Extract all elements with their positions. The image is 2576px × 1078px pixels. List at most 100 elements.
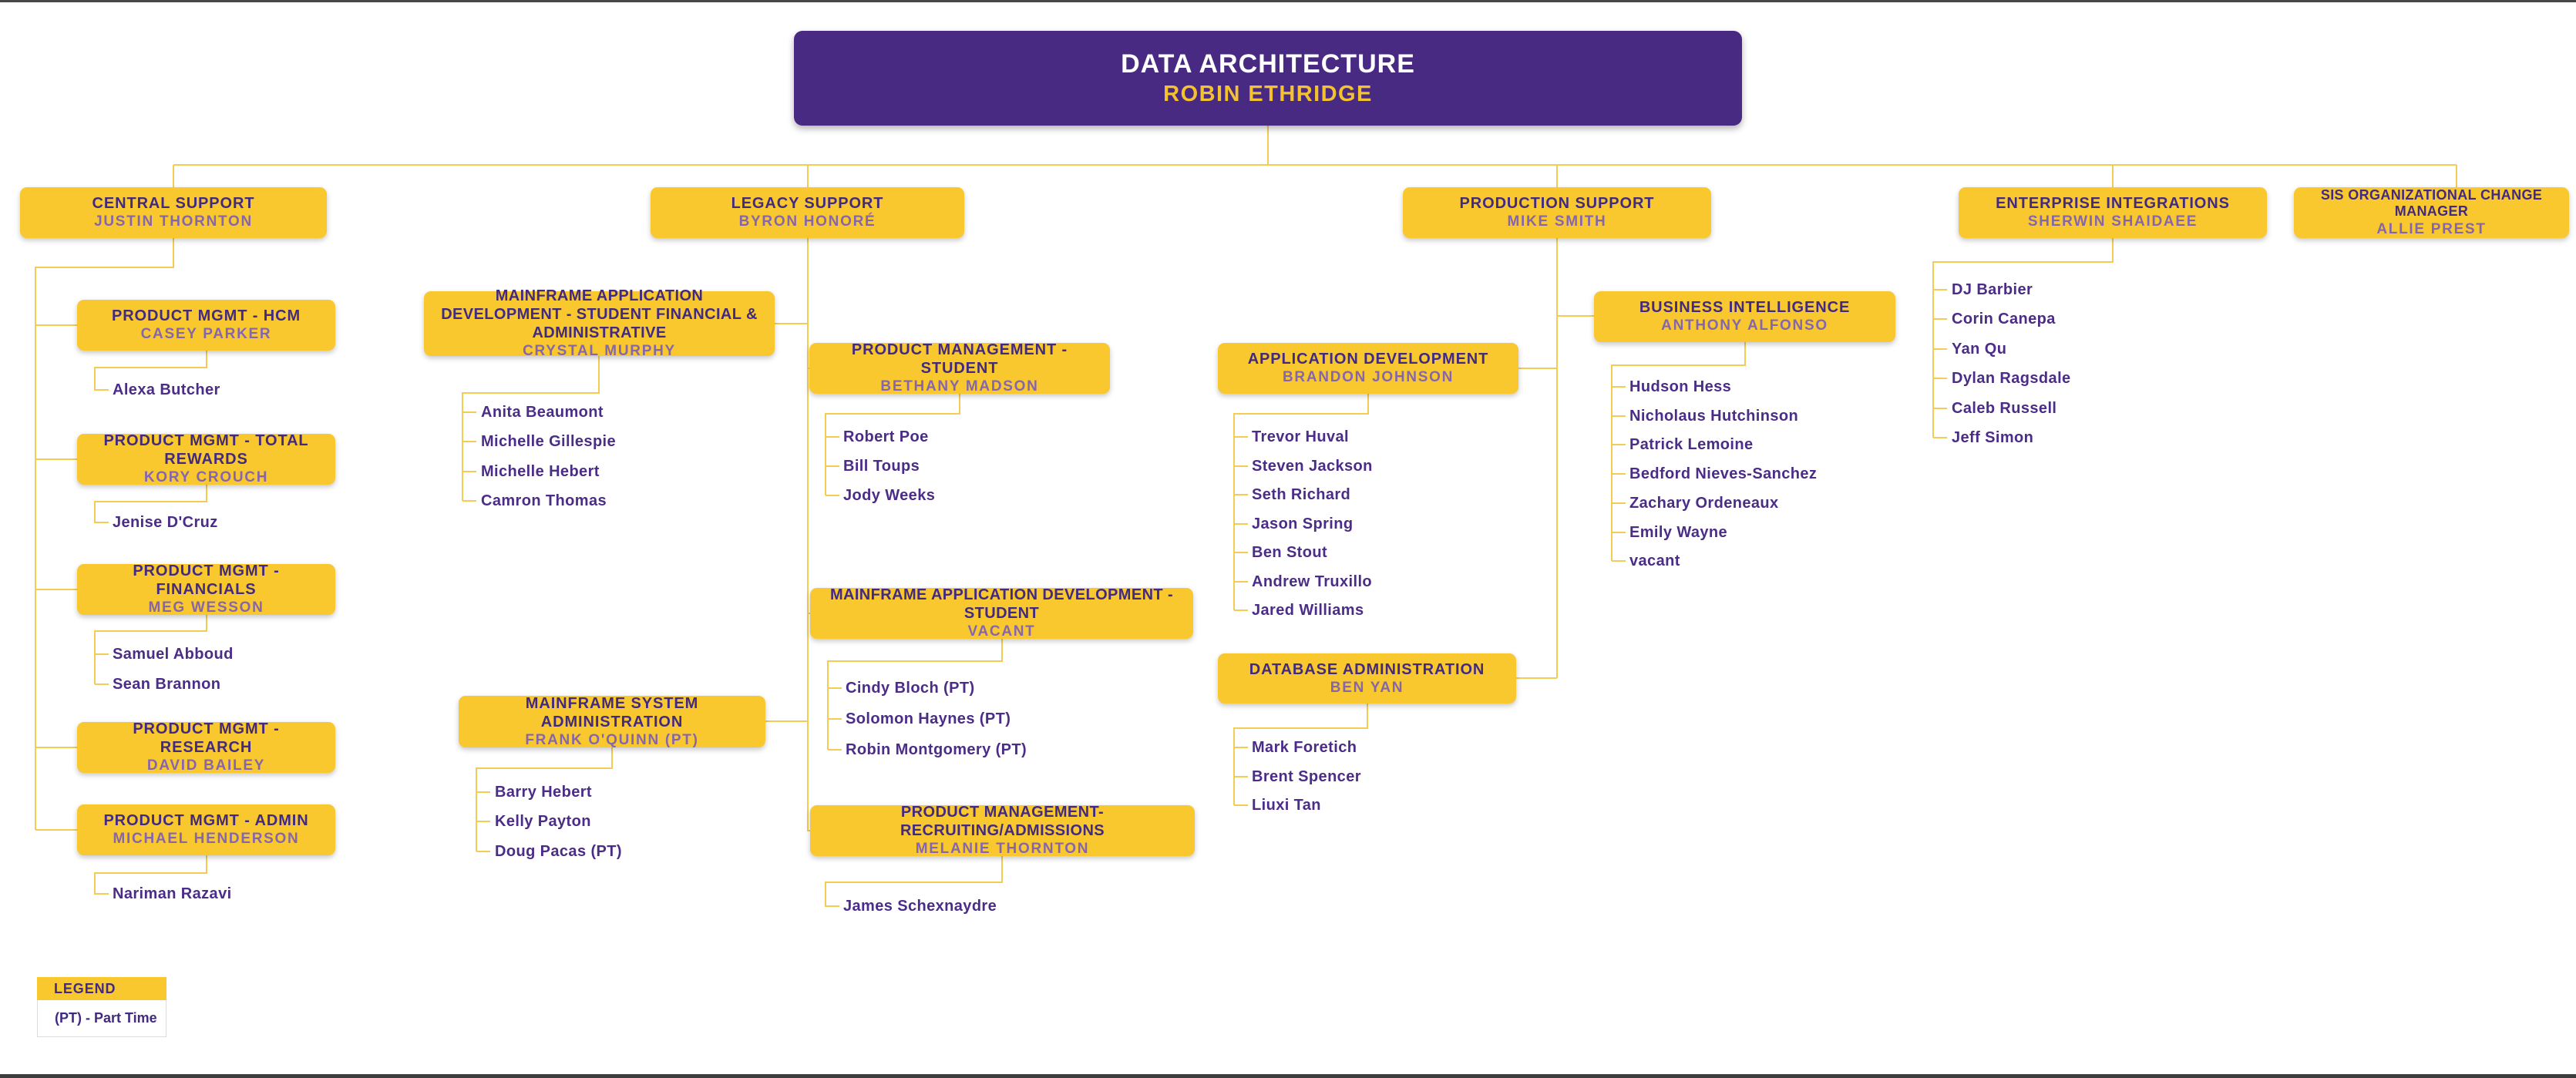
org-node-mainframe-system-administration: MAINFRAME SYSTEM ADMINISTRATION FRANK O'… [459, 694, 765, 748]
member-name: Samuel Abboud [113, 646, 234, 663]
member-name: Anita Beaumont [481, 404, 604, 421]
member-name: Hudson Hess [1629, 378, 1732, 395]
member-name: Seth Richard [1252, 486, 1351, 503]
org-node-sis-organizational-change-manager: SIS ORGANIZATIONAL CHANGE MANAGER ALLIE … [2294, 187, 2569, 238]
member-name: Barry Hebert [495, 784, 592, 801]
member-name: Jared Williams [1252, 602, 1364, 619]
org-node-legacy-support: LEGACY SUPPORT BYRON HONORÉ [651, 187, 964, 238]
org-node-title: PRODUCT MGMT - ADMIN [103, 812, 309, 830]
org-node-product-management-student: PRODUCT MANAGEMENT - STUDENT BETHANY MAD… [809, 341, 1110, 395]
org-node-person: KORY CROUCH [143, 469, 269, 486]
member-name: Caleb Russell [1952, 400, 2057, 417]
org-node-title: PRODUCT MGMT - TOTAL REWARDS [103, 432, 309, 468]
org-node-title: PRODUCT MGMT - HCM [111, 307, 301, 325]
member-name: Yan Qu [1952, 341, 2007, 358]
member-name: Doug Pacas (PT) [495, 843, 622, 860]
member-name: Robin Montgomery (PT) [846, 741, 1027, 758]
org-node-person: CASEY PARKER [140, 326, 272, 343]
member-name: Ben Stout [1252, 544, 1328, 561]
member-name: Trevor Huval [1252, 428, 1349, 445]
org-node-title: DATA ARCHITECTURE [1121, 49, 1415, 79]
window-bottom-edge [0, 1074, 2576, 1078]
legend-note: (PT) - Part Time [37, 1000, 166, 1037]
org-node-product-management-recruiting-admissions: PRODUCT MANAGEMENT- RECRUITING/ADMISSION… [810, 804, 1195, 858]
org-node-mainframe-app-dev-student: MAINFRAME APPLICATION DEVELOPMENT - STUD… [810, 586, 1193, 640]
org-node-product-mgmt-admin: PRODUCT MGMT - ADMIN MICHAEL HENDERSON [77, 804, 335, 855]
org-node-title: MAINFRAME APPLICATION DEVELOPMENT - STUD… [441, 287, 758, 342]
org-node-person: SHERWIN SHAIDAEE [2027, 213, 2198, 230]
member-name: DJ Barbier [1952, 281, 2033, 298]
member-name: Patrick Lemoine [1629, 436, 1754, 453]
org-node-person: BYRON HONORÉ [738, 213, 876, 230]
member-name: Michelle Hebert [481, 463, 600, 480]
org-node-enterprise-integrations: ENTERPRISE INTEGRATIONS SHERWIN SHAIDAEE [1959, 187, 2267, 238]
member-name: Michelle Gillespie [481, 433, 617, 450]
member-name: Nariman Razavi [113, 885, 232, 902]
org-node-title: CENTRAL SUPPORT [92, 195, 255, 213]
org-node-person: MIKE SMITH [1507, 213, 1607, 230]
member-name: Liuxi Tan [1252, 797, 1321, 814]
org-node-product-mgmt-research: PRODUCT MGMT - RESEARCH DAVID BAILEY [77, 720, 335, 774]
member-name: Bill Toups [843, 458, 920, 475]
member-name: Zachary Ordeneaux [1629, 495, 1779, 512]
member-name: Jason Spring [1252, 515, 1354, 532]
org-node-person: BEN YAN [1330, 679, 1404, 696]
member-name: Robert Poe [843, 428, 929, 445]
member-name: Cindy Bloch (PT) [846, 680, 975, 697]
org-node-product-mgmt-total-rewards: PRODUCT MGMT - TOTAL REWARDS KORY CROUCH [77, 432, 335, 486]
org-node-title: PRODUCT MGMT - RESEARCH [133, 720, 280, 757]
org-node-person: DAVID BAILEY [146, 757, 266, 774]
org-node-title: ENTERPRISE INTEGRATIONS [1996, 195, 2230, 213]
member-name: Kelly Payton [495, 813, 591, 830]
org-node-person: ROBIN ETHRIDGE [1163, 81, 1373, 106]
org-node-data-architecture: DATA ARCHITECTURE ROBIN ETHRIDGE [794, 31, 1742, 126]
member-name: Emily Wayne [1629, 524, 1728, 541]
member-name: Jody Weeks [843, 487, 936, 504]
member-name: James Schexnaydre [843, 898, 997, 915]
org-node-person: CRYSTAL MURPHY [523, 343, 676, 360]
org-node-title: PRODUCT MANAGEMENT- RECRUITING/ADMISSION… [900, 804, 1105, 840]
org-node-application-development: APPLICATION DEVELOPMENT BRANDON JOHNSON [1218, 343, 1518, 394]
legend-title: LEGEND [37, 977, 166, 1000]
org-node-title: LEGACY SUPPORT [731, 195, 884, 213]
org-node-title: MAINFRAME SYSTEM ADMINISTRATION [525, 694, 699, 730]
org-node-title: PRODUCT MANAGEMENT - STUDENT [851, 341, 1068, 378]
org-node-mainframe-app-dev-student-financial-admin: MAINFRAME APPLICATION DEVELOPMENT - STUD… [424, 287, 775, 359]
org-node-business-intelligence: BUSINESS INTELLIGENCE ANTHONY ALFONSO [1594, 291, 1895, 342]
member-name: Steven Jackson [1252, 458, 1373, 475]
org-node-person: ANTHONY ALFONSO [1661, 317, 1828, 334]
org-node-person: JUSTIN THORNTON [94, 213, 253, 230]
org-node-person: FRANK O'QUINN (PT) [525, 731, 699, 748]
member-name: Jenise D'Cruz [113, 514, 218, 531]
member-name: Jeff Simon [1952, 429, 2034, 446]
org-node-person: MICHAEL HENDERSON [113, 831, 300, 848]
org-node-title: SIS ORGANIZATIONAL CHANGE MANAGER [2320, 186, 2543, 220]
window-top-edge [0, 0, 2576, 2]
org-node-product-mgmt-hcm: PRODUCT MGMT - HCM CASEY PARKER [77, 300, 335, 351]
member-name: Andrew Truxillo [1252, 573, 1373, 590]
org-node-title: MAINFRAME APPLICATION DEVELOPMENT - STUD… [829, 586, 1174, 623]
org-node-title: DATABASE ADMINISTRATION [1249, 660, 1485, 678]
member-name: Alexa Butcher [113, 381, 220, 398]
org-node-title: PRODUCTION SUPPORT [1459, 195, 1655, 213]
org-node-title: BUSINESS INTELLIGENCE [1639, 299, 1851, 317]
org-node-person: VACANT [967, 623, 1036, 640]
org-node-title: PRODUCT MGMT - FINANCIALS [133, 563, 280, 599]
org-node-database-administration: DATABASE ADMINISTRATION BEN YAN [1218, 653, 1516, 704]
member-name: Nicholaus Hutchinson [1629, 408, 1799, 425]
member-name: Dylan Ragsdale [1952, 370, 2071, 387]
member-name: Mark Foretich [1252, 739, 1357, 756]
member-name: Corin Canepa [1952, 311, 2056, 327]
org-node-central-support: CENTRAL SUPPORT JUSTIN THORNTON [20, 187, 327, 238]
org-node-person: MELANIE THORNTON [915, 841, 1090, 858]
org-node-person: MEG WESSON [148, 599, 264, 616]
org-node-title: APPLICATION DEVELOPMENT [1247, 351, 1489, 368]
member-name: vacant [1629, 552, 1680, 569]
org-node-production-support: PRODUCTION SUPPORT MIKE SMITH [1403, 187, 1711, 238]
org-node-product-mgmt-financials: PRODUCT MGMT - FINANCIALS MEG WESSON [77, 563, 335, 616]
org-node-person: ALLIE PREST [2376, 220, 2487, 237]
member-name: Brent Spencer [1252, 768, 1361, 785]
member-name: Bedford Nieves-Sanchez [1629, 465, 1818, 482]
